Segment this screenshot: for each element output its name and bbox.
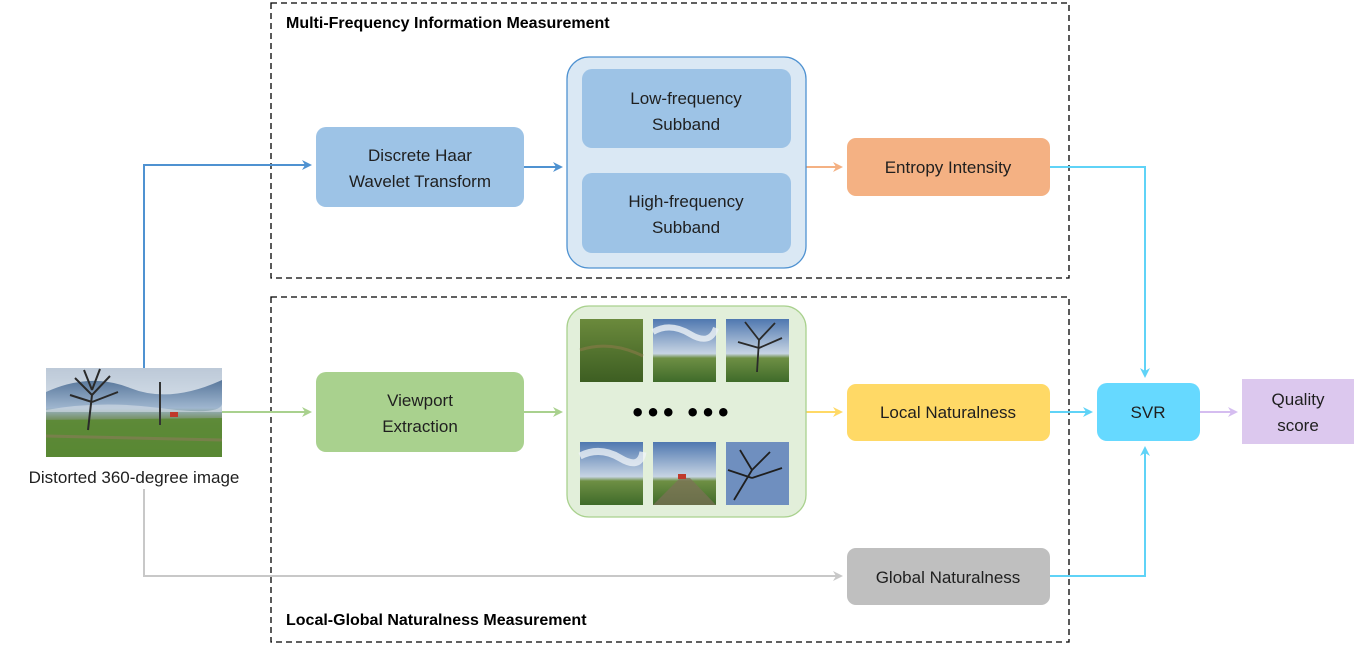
input-to-dwt-arrow (143, 160, 312, 368)
entropy-intensity-box: Entropy Intensity (847, 138, 1050, 196)
local-naturalness-label: Local Naturalness (880, 403, 1016, 422)
low-subband-line2: Subband (652, 115, 720, 134)
local-naturalness-box: Local Naturalness (847, 384, 1050, 441)
global-naturalness-box: Global Naturalness (847, 548, 1050, 605)
ellipsis-right: ••• (685, 399, 731, 427)
viewport-label-line2: Extraction (382, 417, 458, 436)
quality-score-box: Quality score (1242, 379, 1354, 444)
viewport-patches-container: ••• ••• (566, 305, 807, 518)
quality-score-line1: Quality (1272, 390, 1325, 409)
viewport-thumbnail (651, 319, 719, 382)
global-naturalness-label: Global Naturalness (876, 568, 1021, 587)
local-global-title: Local-Global Naturalness Measurement (286, 612, 587, 629)
viewport-thumbnail (653, 442, 716, 505)
input-caption: Distorted 360-degree image (29, 468, 240, 487)
viewport-thumbnail (726, 319, 789, 382)
viewport-thumbnail (578, 442, 647, 505)
entropy-to-svr-arrow (1050, 166, 1150, 378)
dwt-label-line1: Discrete Haar (368, 146, 472, 165)
input-to-global-arrow (143, 489, 843, 581)
multi-frequency-section: Multi-Frequency Information Measurement (270, 2, 1070, 279)
input-panorama (45, 368, 223, 457)
viewport-thumbnail (726, 442, 789, 505)
viewport-extraction-box: Viewport Extraction (316, 372, 524, 452)
low-subband-line1: Low-frequency (630, 89, 742, 108)
high-frequency-subband-box: High-frequency Subband (582, 173, 791, 253)
svr-label: SVR (1131, 403, 1166, 422)
multi-frequency-title: Multi-Frequency Information Measurement (286, 15, 610, 32)
dwt-box: Discrete Haar Wavelet Transform (316, 127, 524, 207)
low-frequency-subband-box: Low-frequency Subband (582, 69, 791, 148)
svr-box: SVR (1097, 383, 1200, 441)
subbands-container: Low-frequency Subband High-frequency Sub… (566, 56, 807, 269)
entropy-intensity-label: Entropy Intensity (885, 158, 1012, 177)
high-subband-line2: Subband (652, 218, 720, 237)
quality-score-line2: score (1277, 416, 1319, 435)
dwt-label-line2: Wavelet Transform (349, 172, 491, 191)
high-subband-line1: High-frequency (628, 192, 744, 211)
viewport-label-line1: Viewport (387, 391, 453, 410)
global-to-svr-arrow (1050, 446, 1150, 577)
connectors (143, 160, 1238, 581)
local-global-section: Local-Global Naturalness Measurement (270, 296, 1070, 643)
viewport-thumbnail (579, 319, 644, 382)
ellipsis-left: ••• (630, 399, 676, 427)
